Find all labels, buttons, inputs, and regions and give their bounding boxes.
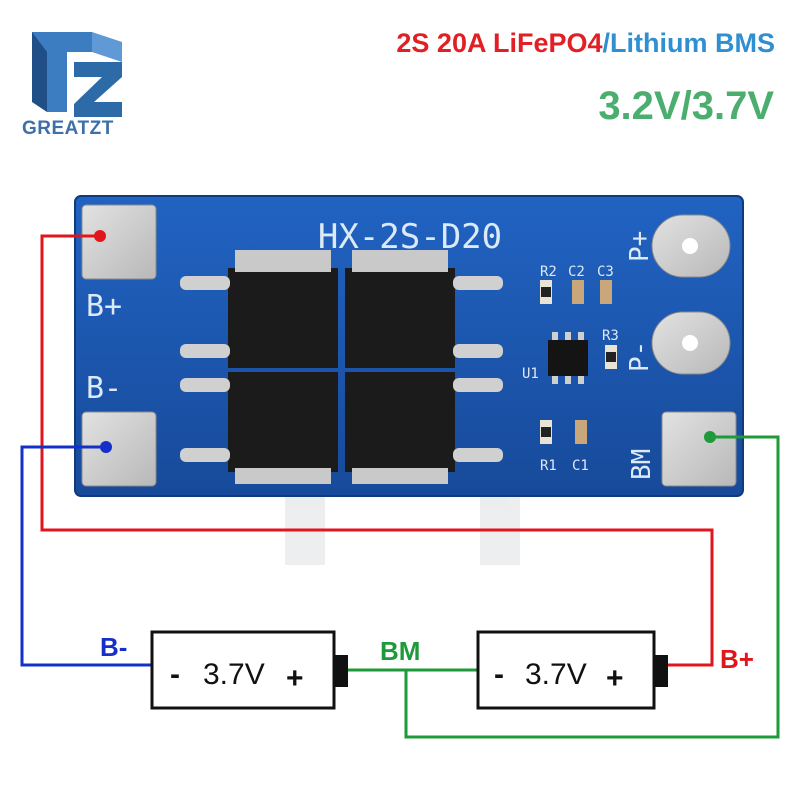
pad-b-plus (81, 204, 157, 280)
wire-label-b-plus: B+ (720, 644, 754, 674)
wire-label-b-minus: B- (100, 632, 127, 662)
pcb-label-p-minus: P- (625, 341, 655, 372)
pcb-label-bm: BM (627, 449, 657, 480)
mosfet-group (180, 250, 503, 484)
pcb-label-p-plus: P+ (625, 231, 655, 262)
battery-1-plus: + (286, 662, 304, 695)
battery-1-minus: - (170, 658, 180, 691)
battery-2-plus: + (606, 662, 624, 695)
component-label-c2: C2 (568, 264, 585, 280)
component-label-r2: R2 (540, 264, 557, 280)
pcb-board: HX-2S-D20 B+ B- P+ P- BM (74, 195, 744, 497)
ic-u1 (548, 340, 588, 376)
title-part2: Lithium BMS (610, 28, 775, 58)
component-label-c3: C3 (597, 264, 614, 280)
battery-cell-2: - 3.7V + (476, 630, 668, 710)
wire-bm (404, 435, 780, 739)
greatzt-logo-icon (32, 32, 122, 117)
wire-label-bm: BM (380, 636, 420, 666)
battery-2-voltage: 3.7V (525, 658, 587, 691)
component-label-u1: U1 (522, 366, 539, 382)
component-label-c1: C1 (572, 458, 589, 474)
battery-cell-1: - 3.7V + (150, 630, 348, 710)
voltage-rating: 3.2V/3.7V (598, 84, 774, 128)
title-part1: 2S 20A LiFePO4 (396, 28, 603, 58)
battery-2-minus: - (494, 658, 504, 691)
pcb-label-b-minus: B- (86, 371, 122, 406)
wire-b-minus (20, 445, 152, 667)
brand-name: GREATZT (22, 118, 114, 139)
pcb-label-b-plus: B+ (86, 289, 122, 324)
component-label-r3: R3 (602, 328, 619, 344)
title-separator: / (602, 28, 611, 58)
pad-b-minus (81, 411, 157, 487)
product-title: 2S 20A LiFePO4/Lithium BMS (396, 28, 775, 59)
wire-b-plus (40, 234, 714, 667)
component-label-r1: R1 (540, 458, 557, 474)
battery-1-voltage: 3.7V (203, 658, 265, 691)
pad-bm (661, 411, 737, 487)
passive-components (540, 280, 617, 444)
